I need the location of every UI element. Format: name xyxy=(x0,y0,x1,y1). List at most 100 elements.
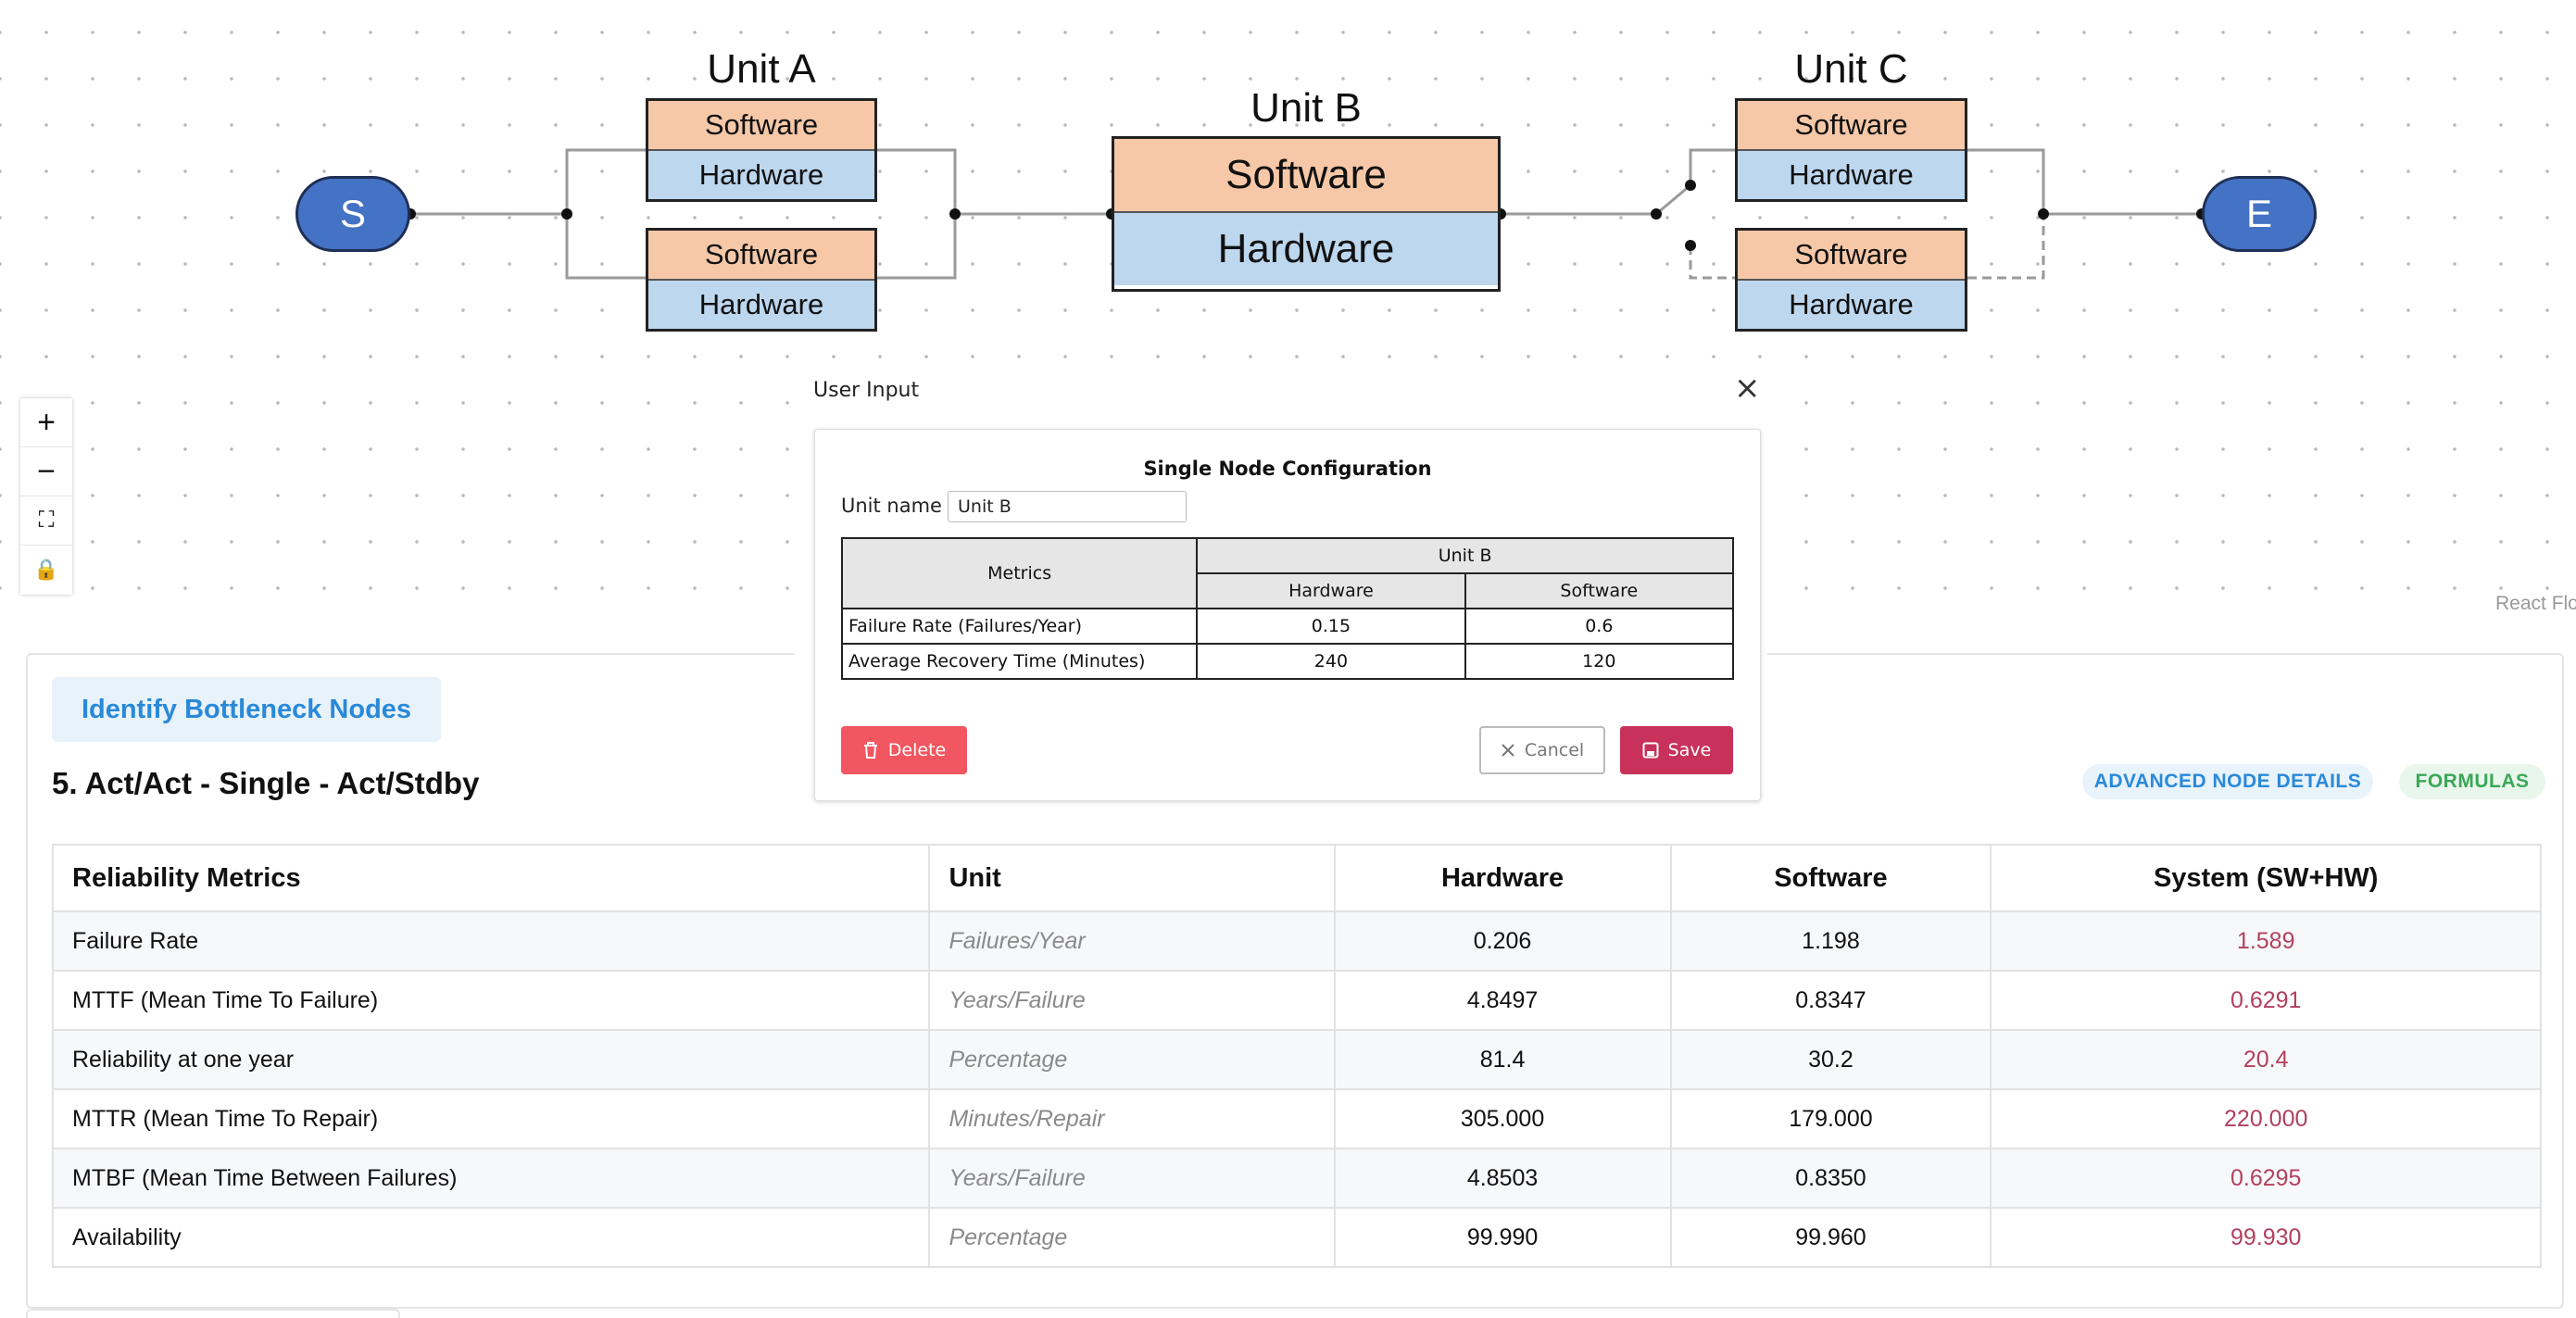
flow-controls: + − ⛶ 🔒 xyxy=(20,398,72,595)
software-value: 99.960 xyxy=(1669,1207,1992,1268)
lock-button[interactable]: 🔒 xyxy=(20,546,72,594)
zoom-in-button[interactable]: + xyxy=(20,398,72,447)
system-value: 20.4 xyxy=(1990,1029,2542,1090)
software-section: Software xyxy=(1114,139,1498,213)
unit-a-title: Unit A xyxy=(707,46,816,92)
results-panel: Identify Bottleneck Nodes 5. Act/Act - S… xyxy=(26,653,2564,1309)
config-row-label: Average Recovery Time (Minutes) xyxy=(840,643,1199,680)
unit-name-label: Unit name xyxy=(841,495,942,517)
system-value: 1.589 xyxy=(1990,910,2542,972)
hardware-value: 4.8503 xyxy=(1333,1148,1672,1209)
metric-unit: Failures/Year xyxy=(928,910,1336,972)
close-icon[interactable]: × xyxy=(1734,370,1761,407)
metric-unit: Percentage xyxy=(928,1207,1336,1268)
software-section: Software xyxy=(648,101,874,151)
delete-label: Delete xyxy=(887,740,947,760)
metric-unit: Years/Failure xyxy=(928,970,1336,1031)
software-section: Software xyxy=(648,231,874,281)
config-row: Failure Rate (Failures/Year) 0.15 0.6 xyxy=(840,608,1735,645)
close-icon xyxy=(1502,744,1514,757)
start-node[interactable]: S xyxy=(295,176,410,252)
software-value: 0.8347 xyxy=(1669,970,1992,1031)
reliability-metrics-table: Reliability Metrics Unit Hardware Softwa… xyxy=(51,844,2542,1268)
table-row: MTTF (Mean Time To Failure) Years/Failur… xyxy=(51,970,2542,1031)
hardware-section: Hardware xyxy=(1114,213,1498,285)
hardware-value: 99.990 xyxy=(1333,1207,1672,1268)
table-row: Availability Percentage 99.990 99.960 99… xyxy=(51,1207,2542,1268)
software-input[interactable]: 120 xyxy=(1464,643,1735,680)
save-label: Save xyxy=(1667,740,1712,760)
unit-a-node-2[interactable]: Software Hardware xyxy=(646,228,877,332)
software-value: 0.8350 xyxy=(1669,1148,1992,1209)
hardware-header: Hardware xyxy=(1196,572,1466,609)
lock-icon: 🔒 xyxy=(33,558,59,581)
header-unit: Unit xyxy=(928,844,1336,912)
handle-merge-a xyxy=(949,208,961,220)
software-value: 30.2 xyxy=(1669,1029,1992,1090)
metrics-header: Metrics xyxy=(840,537,1199,609)
metric-name: MTBF (Mean Time Between Failures) xyxy=(51,1148,931,1209)
metric-name: Availability xyxy=(51,1207,931,1268)
config-row-label: Failure Rate (Failures/Year) xyxy=(840,608,1199,645)
react-flow-attribution[interactable]: React Flow xyxy=(2495,593,2576,614)
unit-c-title: Unit C xyxy=(1794,46,1908,92)
unit-c-node-1[interactable]: Software Hardware xyxy=(1735,98,1967,202)
hardware-section: Hardware xyxy=(648,281,874,329)
system-value: 0.6295 xyxy=(1990,1148,2542,1209)
table-row: MTTR (Mean Time To Repair) Minutes/Repai… xyxy=(51,1088,2542,1149)
metric-name: MTTF (Mean Time To Failure) xyxy=(51,970,931,1031)
end-node[interactable]: E xyxy=(2202,176,2317,252)
unit-b-node[interactable]: Software Hardware xyxy=(1112,136,1501,292)
software-value: 1.198 xyxy=(1669,910,1992,972)
zoom-out-button[interactable]: − xyxy=(20,447,72,496)
identify-bottleneck-button[interactable]: Identify Bottleneck Nodes xyxy=(52,677,441,742)
software-input[interactable]: 0.6 xyxy=(1464,608,1735,645)
unit-b-title: Unit B xyxy=(1250,85,1362,131)
unit-c-node-2[interactable]: Software Hardware xyxy=(1735,228,1967,332)
handle-split-a xyxy=(561,208,572,220)
connection-wires xyxy=(405,148,2207,280)
fit-view-icon: ⛶ xyxy=(38,508,55,533)
save-button[interactable]: Save xyxy=(1620,726,1733,774)
metric-name: Reliability at one year xyxy=(51,1029,931,1090)
unit-name-input[interactable] xyxy=(948,491,1187,522)
table-row: Reliability at one year Percentage 81.4 … xyxy=(51,1029,2542,1090)
header-software: Software xyxy=(1669,844,1992,912)
fit-view-button[interactable]: ⛶ xyxy=(20,496,72,546)
metric-unit: Minutes/Repair xyxy=(928,1088,1336,1149)
table-row: MTBF (Mean Time Between Failures) Years/… xyxy=(51,1148,2542,1209)
advanced-node-details-button[interactable]: ADVANCED NODE DETAILS xyxy=(2082,764,2373,799)
hardware-section: Hardware xyxy=(1738,281,1965,329)
metric-name: Failure Rate xyxy=(51,910,931,972)
save-icon xyxy=(1642,742,1659,759)
start-label: S xyxy=(339,192,366,235)
user-input-dialog: User Input × Single Node Configuration U… xyxy=(795,366,1767,807)
hardware-input[interactable]: 240 xyxy=(1196,643,1466,680)
header-reliability-metrics: Reliability Metrics xyxy=(51,844,931,912)
cancel-button[interactable]: Cancel xyxy=(1479,726,1605,774)
delete-button[interactable]: Delete xyxy=(841,726,967,774)
unit-a-node-1[interactable]: Software Hardware xyxy=(646,98,877,202)
hardware-value: 4.8497 xyxy=(1333,970,1672,1031)
edge-split-a-bottom xyxy=(565,214,646,280)
hardware-value: 0.206 xyxy=(1333,910,1672,972)
handle-switch-bottom xyxy=(1685,240,1696,251)
hardware-input[interactable]: 0.15 xyxy=(1196,608,1466,645)
software-header: Software xyxy=(1464,572,1735,609)
minus-icon: − xyxy=(37,453,56,489)
system-value: 99.930 xyxy=(1990,1207,2542,1268)
edge-switch-bottom-a xyxy=(1689,245,1735,280)
dialog-card: Single Node Configuration Unit name Metr… xyxy=(814,429,1761,801)
edge-switch-top xyxy=(1689,148,1735,185)
hardware-section: Hardware xyxy=(648,151,874,199)
table-row: Failure Rate Failures/Year 0.206 1.198 1… xyxy=(51,910,2542,972)
results-title: 5. Act/Act - Single - Act/Stdby xyxy=(52,766,480,800)
handle-switch-in xyxy=(1651,208,1662,220)
formulas-button[interactable]: FORMULAS xyxy=(2399,764,2545,799)
software-section: Software xyxy=(1738,231,1965,281)
hardware-value: 81.4 xyxy=(1333,1029,1672,1090)
edge-split-a-top xyxy=(565,148,646,214)
header-hardware: Hardware xyxy=(1333,844,1672,912)
unit-header: Unit B xyxy=(1196,537,1734,574)
bottom-tab[interactable] xyxy=(26,1309,400,1318)
